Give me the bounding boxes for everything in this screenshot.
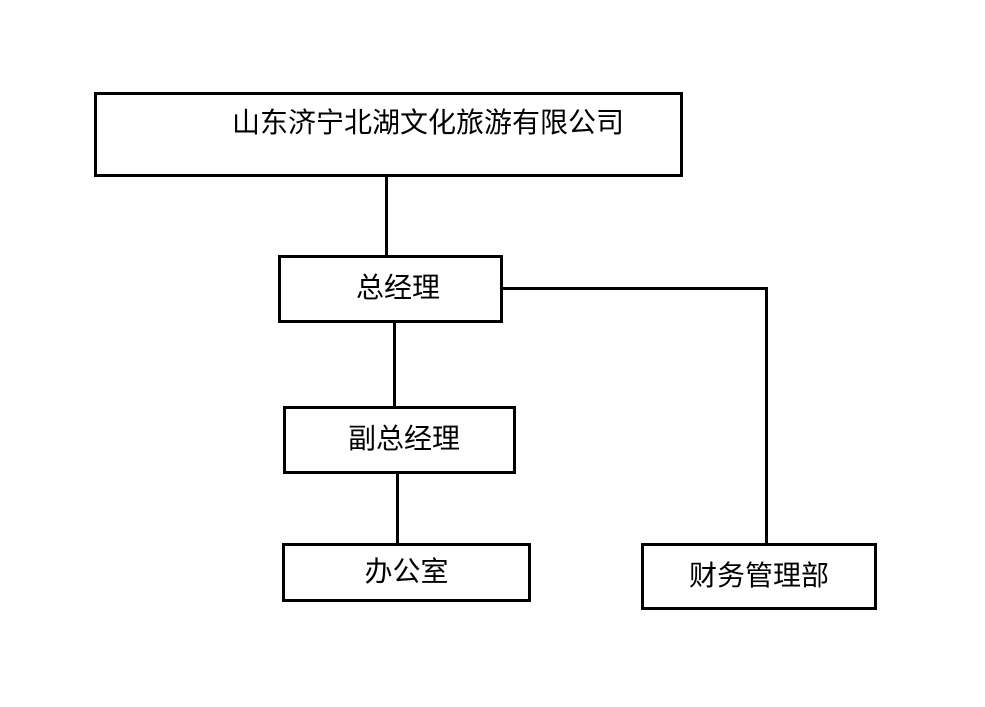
- org-node-general-manager: 总经理: [278, 255, 503, 323]
- connector-general-manager-to-finance-horizontal: [503, 287, 768, 290]
- org-node-office: 办公室: [282, 543, 531, 602]
- org-node-company: 山东济宁北湖文化旅游有限公司: [94, 92, 683, 177]
- org-node-finance-department: 财务管理部: [641, 543, 877, 610]
- org-node-general-manager-label: 总经理: [355, 273, 440, 304]
- connector-company-to-general-manager: [385, 177, 388, 255]
- connector-general-manager-to-deputy: [393, 323, 396, 406]
- org-node-finance-department-label: 财务管理部: [688, 560, 829, 592]
- connector-deputy-to-office: [396, 474, 399, 543]
- org-node-deputy-general-manager-label: 副总经理: [347, 424, 460, 455]
- connector-general-manager-to-finance-vertical: [765, 287, 768, 543]
- org-node-office-label: 办公室: [364, 556, 449, 588]
- org-node-company-label: 山东济宁北湖文化旅游有限公司: [231, 108, 624, 139]
- org-node-deputy-general-manager: 副总经理: [283, 406, 516, 474]
